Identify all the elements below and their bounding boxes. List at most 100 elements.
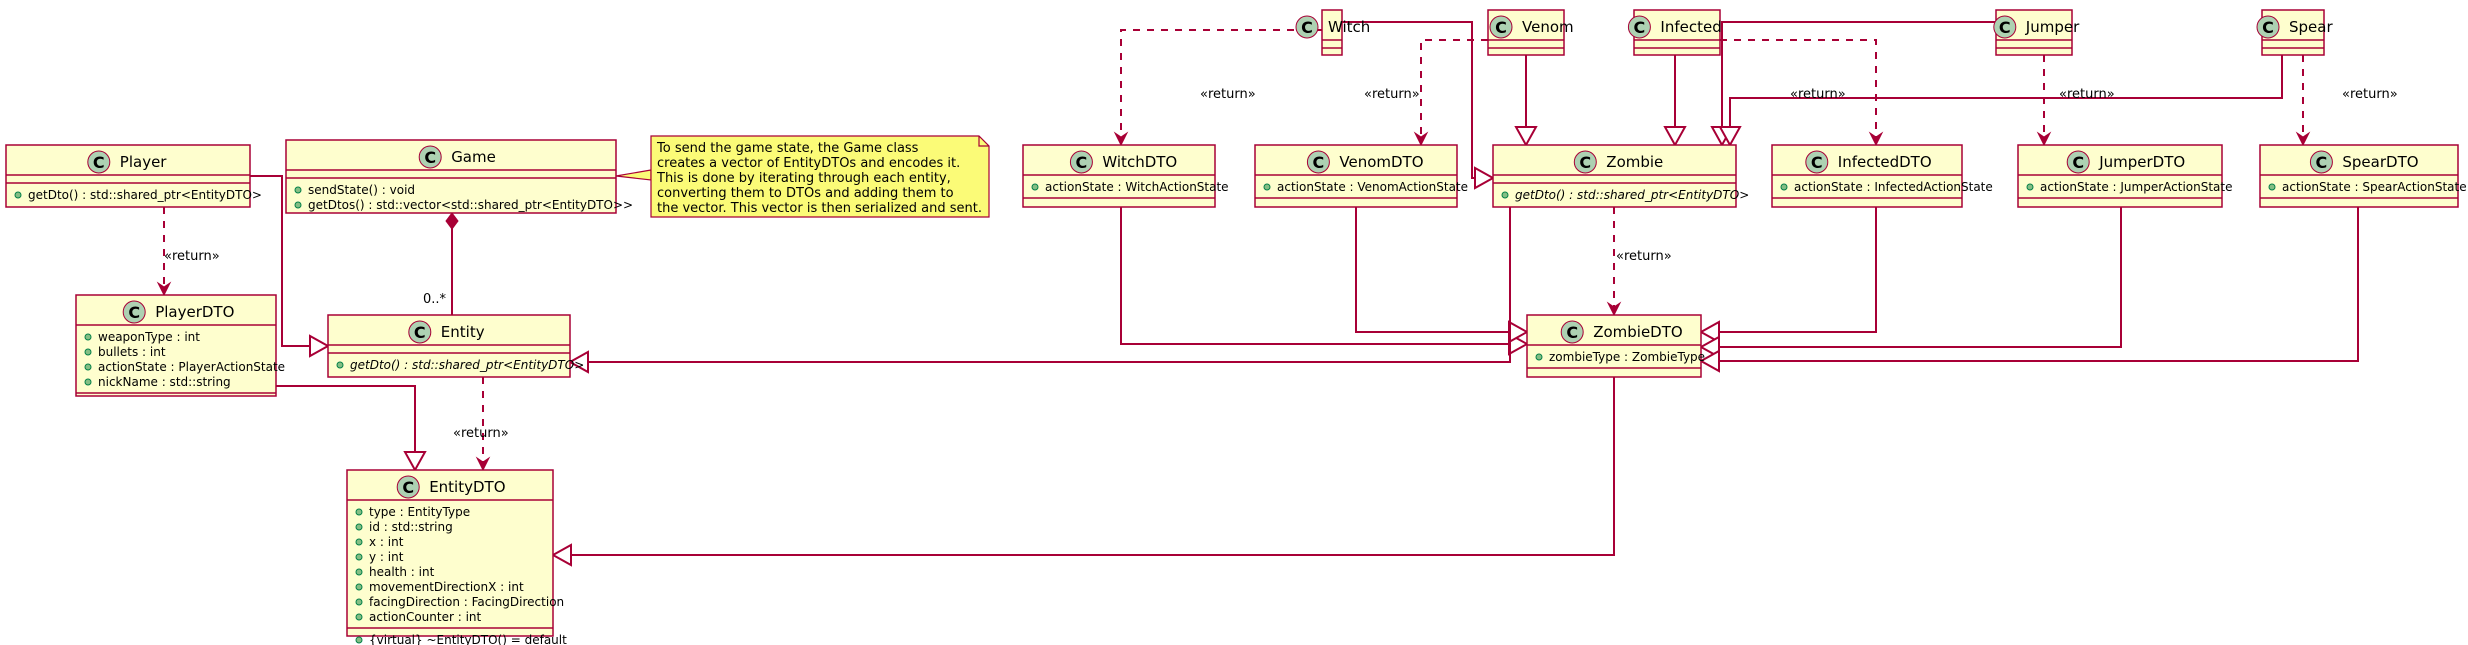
public-field-icon — [84, 363, 92, 371]
public-field-icon — [84, 333, 92, 341]
public-field-icon — [84, 348, 92, 356]
class-icon — [1993, 15, 2017, 39]
class-field: weaponType : int — [98, 330, 200, 344]
class-field: zombieType : ZombieType — [1549, 350, 1705, 364]
class-icon — [122, 300, 146, 324]
class-field: facingDirection : FacingDirection — [369, 595, 564, 609]
public-field-icon — [2026, 183, 2034, 191]
relationships — [156, 21, 2359, 567]
zombie-dto-extends-entity-dto-head — [550, 543, 572, 567]
class-field: actionState : WitchActionState — [1045, 180, 1229, 194]
public-field-icon — [1535, 353, 1543, 361]
class-name: Infected — [1660, 18, 1721, 36]
class-icon-letter: C — [1999, 18, 2011, 37]
class-field: bullets : int — [98, 345, 166, 359]
public-method-icon — [14, 191, 22, 199]
return-label: «return» — [1790, 87, 1846, 102]
class-icon-letter: C — [93, 153, 105, 172]
class-method: {virtual} ~EntityDTO() = default — [369, 633, 567, 645]
class-icon — [2066, 150, 2090, 174]
infected-returns-infected-dto — [1720, 39, 1877, 145]
class-box — [285, 139, 617, 214]
player-dto-extends-entity-dto-head — [403, 451, 427, 473]
public-field-icon — [355, 583, 363, 591]
witch-dto-extends-zombie-dto — [1120, 207, 1527, 345]
return-label: «return» — [1200, 87, 1256, 102]
class-box — [2017, 144, 2223, 208]
witch-extends-zombie-head — [1474, 166, 1496, 190]
class-box — [1526, 314, 1702, 378]
class-name: Game — [451, 148, 496, 166]
public-method-icon — [294, 186, 302, 194]
class-icon — [2256, 15, 2280, 39]
note-line: This is done by iterating through each e… — [656, 171, 951, 186]
class-icon-letter: C — [128, 303, 140, 322]
infected-extends-zombie-head — [1663, 126, 1687, 148]
class-method: getDtos() : std::vector<std::shared_ptr<… — [308, 198, 633, 212]
class-field: actionState : InfectedActionState — [1794, 180, 1993, 194]
jumper-returns-jumper-dto-head — [2036, 131, 2052, 147]
player-extends-entity-head — [309, 334, 331, 358]
spear-extends-zombie — [1729, 55, 2283, 145]
class-name: Jumper — [2025, 18, 2080, 36]
class-icon-letter: C — [1495, 18, 1507, 37]
class-field: x : int — [369, 535, 404, 549]
class-jumper: C Jumper — [1993, 9, 2080, 56]
class-name: Venom — [1522, 18, 1574, 36]
class-icon — [1805, 150, 1829, 174]
class-name: EntityDTO — [429, 478, 505, 496]
player-extends-entity — [250, 175, 328, 347]
class-box — [1321, 9, 1343, 56]
class-method: getDto() : std::shared_ptr<EntityDTO> — [28, 188, 262, 202]
multiplicity-label: 0..* — [423, 292, 447, 307]
class-name: PlayerDTO — [155, 303, 234, 321]
public-field-icon — [355, 553, 363, 561]
infected-returns-infected-dto-head — [1868, 131, 1884, 147]
class-icon-letter: C — [1076, 153, 1088, 172]
class-box — [346, 469, 554, 637]
venom-extends-zombie-head — [1514, 126, 1538, 148]
class-name: JumperDTO — [2098, 153, 2185, 171]
note-box — [650, 135, 990, 218]
class-name: InfectedDTO — [1838, 153, 1932, 171]
class-method: sendState() : void — [308, 183, 415, 197]
public-method-icon — [336, 361, 344, 369]
class-field: y : int — [369, 550, 404, 564]
class-icon — [1489, 15, 1513, 39]
class-icon — [87, 150, 111, 174]
class-field: actionState : JumperActionState — [2040, 180, 2233, 194]
class-box — [327, 314, 571, 378]
class-icon-letter: C — [1301, 18, 1313, 37]
return-label: «return» — [2342, 87, 2398, 102]
return-label: «return» — [164, 249, 220, 264]
class-name: Spear — [2289, 18, 2333, 36]
public-field-icon — [355, 508, 363, 516]
relationship-labels: «return» «return» «return» «return» «return»… — [164, 87, 2398, 441]
return-label: «return» — [2059, 87, 2115, 102]
class-icon-letter: C — [2316, 153, 2328, 172]
class-icon — [1560, 320, 1584, 344]
class-icon — [1573, 150, 1597, 174]
note-fold — [978, 136, 989, 147]
class-box — [1022, 144, 1216, 208]
class-box — [1771, 144, 1963, 208]
spear-dto-extends-zombie-dto — [1701, 207, 2359, 362]
class-icon — [418, 145, 442, 169]
venom-returns-venom-dto-head — [1413, 131, 1429, 147]
class-icon — [396, 475, 420, 499]
class-name: Player — [120, 153, 168, 171]
public-field-icon — [355, 568, 363, 576]
class-field: actionState : PlayerActionState — [98, 360, 285, 374]
note-line: To send the game state, the Game class — [656, 141, 919, 156]
